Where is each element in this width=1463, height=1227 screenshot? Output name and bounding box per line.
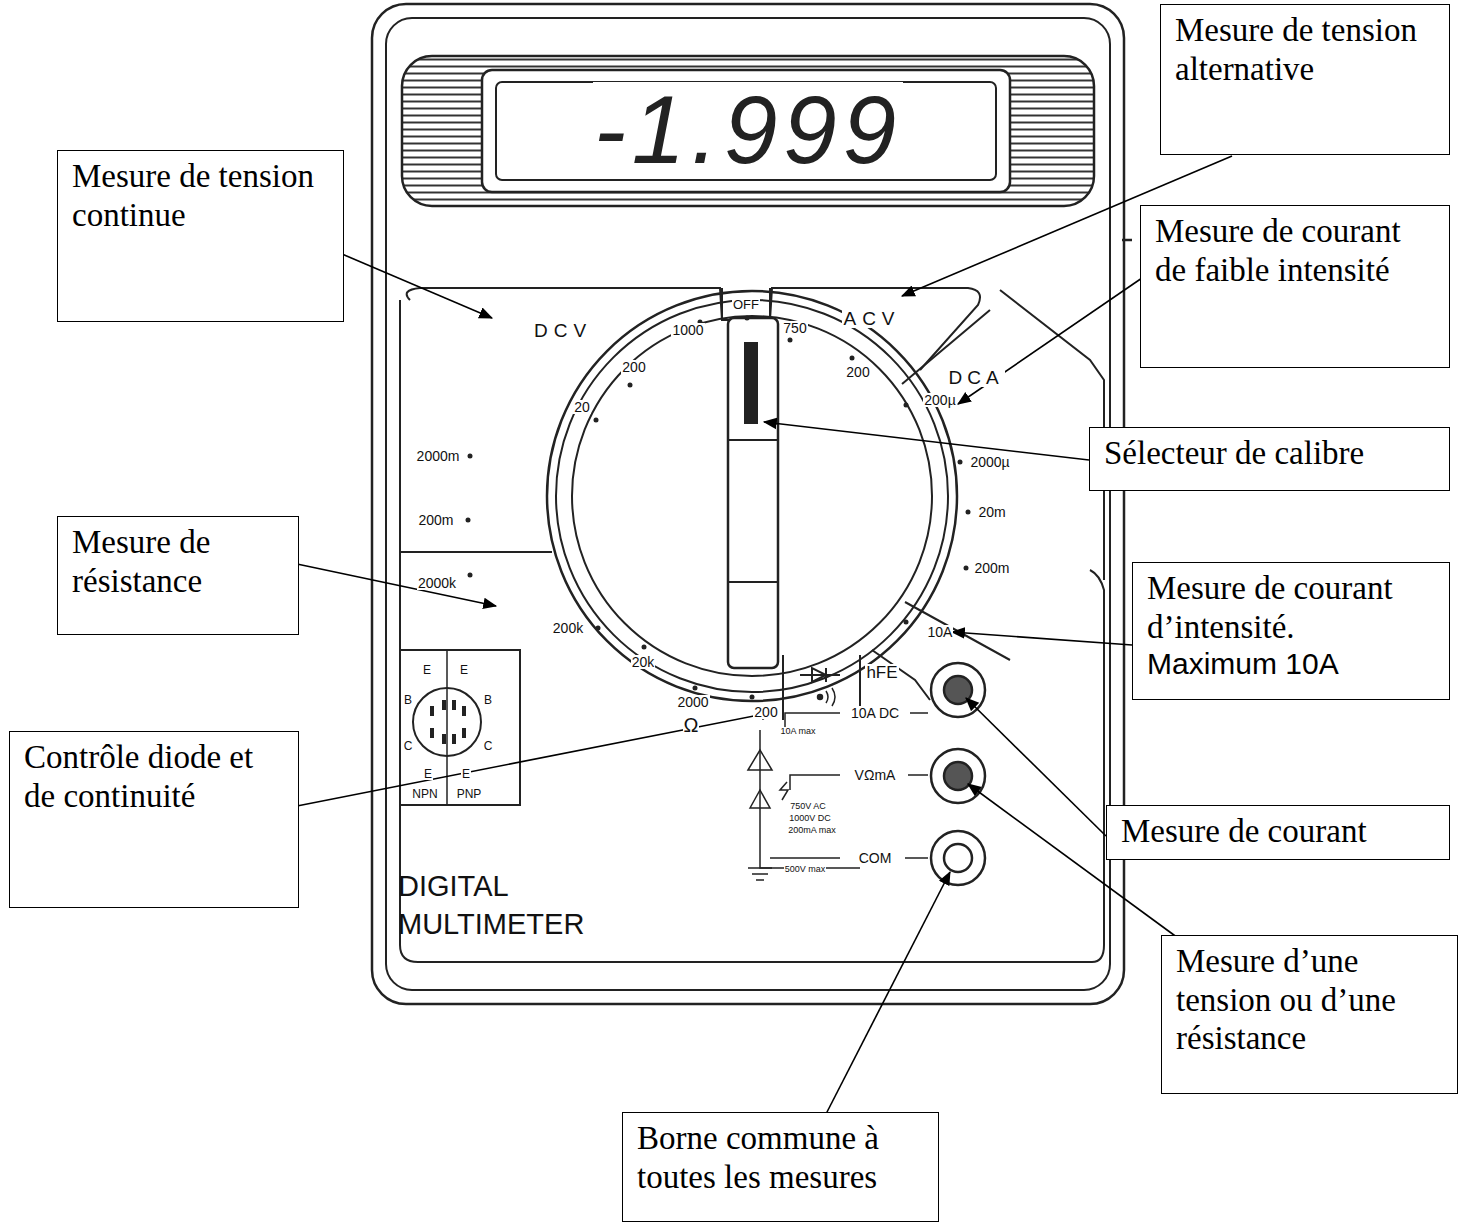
panel-marking: PNP [456, 788, 483, 800]
dcv-ohm-divider [400, 551, 552, 553]
callout-box: Mesure de tension continue [57, 150, 344, 322]
callout-text: Contrôle diode et de continuité [24, 738, 286, 815]
callout-text: Mesure de courant [1121, 812, 1437, 851]
panel-marking: E [461, 768, 471, 780]
panel-marking: E [459, 664, 469, 676]
diode-symbol [800, 668, 840, 682]
panel-marking: 1000 [671, 323, 704, 337]
input-jacks [931, 663, 985, 885]
terminal-wiring [760, 713, 928, 868]
panel-marking: hFE [865, 664, 898, 681]
callout-box: Mesure d’une tension ou d’une résistance [1161, 935, 1458, 1094]
callout-box: Borne commune à toutes les mesures [622, 1112, 939, 1222]
panel-marking: DCA [947, 368, 1004, 387]
ground-symbol [748, 868, 772, 880]
panel-marking: 10A max [779, 727, 816, 736]
panel-marking: 200mA max [787, 826, 837, 835]
callout-box: Mesure de courant [1106, 805, 1450, 860]
panel-marking: 10A [927, 625, 954, 639]
callout-box: Sélecteur de calibre [1089, 427, 1450, 491]
callout-text: Mesure de tension alternative [1175, 11, 1437, 88]
callout-text: Mesure de tension continue [72, 157, 331, 234]
sector-dividers [783, 602, 1010, 720]
panel-outline [400, 288, 1104, 962]
selector-pointer [744, 342, 758, 424]
callout-box: Mesure de résistance [57, 516, 299, 635]
warning-triangles [748, 750, 772, 808]
callout-text: Sélecteur de calibre [1104, 434, 1437, 473]
callout-text: Mesure d’une tension ou d’une résistance [1176, 942, 1445, 1058]
range-dots [466, 316, 971, 700]
panel-marking: OFF [732, 298, 760, 311]
panel-marking: E [423, 768, 433, 780]
panel-marking: C [483, 740, 494, 752]
buzzer-symbol [818, 695, 822, 699]
panel-marking: 1000V DC [788, 814, 832, 823]
callout-box: Mesure de tension alternative [1160, 4, 1450, 155]
panel-marking: 200k [552, 621, 584, 635]
panel-marking: C [403, 740, 414, 752]
callout-text: Maximum 10A [1147, 646, 1437, 681]
panel-marking: Ω [683, 715, 700, 735]
panel-marking: 200 [845, 365, 870, 379]
callout-text: Mesure de courant de faible intensité [1155, 212, 1437, 289]
meter-inner-border [386, 18, 1110, 990]
panel-marking: VΩmA [854, 768, 897, 782]
display-window [496, 82, 996, 180]
panel-marking: 200µ [923, 393, 956, 407]
panel-marking: B [403, 694, 413, 706]
panel-marking: DCV [533, 321, 593, 340]
panel-marking: 200 [753, 705, 778, 719]
panel-marking: ACV [842, 309, 901, 328]
side-notch [1122, 239, 1132, 242]
panel-marking: E [422, 664, 432, 676]
panel-marking: 20 [573, 400, 591, 414]
panel-marking: 2000k [417, 576, 457, 590]
callout-box: Contrôle diode et de continuité [9, 731, 299, 908]
panel-marking: COM [858, 851, 893, 865]
dial-face [572, 316, 932, 676]
panel-marking: 750 [782, 321, 807, 335]
panel-marking: 200m [973, 561, 1010, 575]
panel-marking: 2000 [676, 695, 709, 709]
dial-ring [547, 291, 957, 701]
callout-text: Mesure de résistance [72, 523, 286, 600]
dial-ring [556, 300, 948, 692]
callout-box: Mesure de courant d’intensité.Maximum 10… [1132, 562, 1450, 700]
panel-marking: 200m [417, 513, 454, 527]
display-grille [402, 56, 1094, 206]
panel-marking: 750V AC [789, 802, 827, 811]
display-reading: -1.999 [593, 82, 903, 178]
panel-marking: 2000µ [969, 455, 1010, 469]
panel-marking: 10A DC [850, 706, 900, 720]
selector-knob [728, 318, 778, 668]
panel-marking: 20k [631, 655, 656, 669]
transistor-socket [413, 688, 481, 756]
display-bezel [482, 70, 1010, 192]
callout-text: Mesure de courant d’intensité. [1147, 569, 1437, 646]
panel-marking: 200 [621, 360, 646, 374]
meter-body [372, 4, 1124, 1004]
callout-box: Mesure de courant de faible intensité [1140, 205, 1450, 368]
panel-marking: NPN [411, 788, 438, 800]
panel-marking: B [483, 694, 493, 706]
panel-marking: DIGITAL MULTIMETER [398, 868, 648, 943]
leader-lines [297, 156, 1232, 1114]
panel-marking: 2000m [416, 449, 461, 463]
panel-marking: 500V max [784, 865, 827, 874]
panel-marking: 20m [977, 505, 1006, 519]
callout-text: Borne commune à toutes les mesures [637, 1119, 926, 1196]
